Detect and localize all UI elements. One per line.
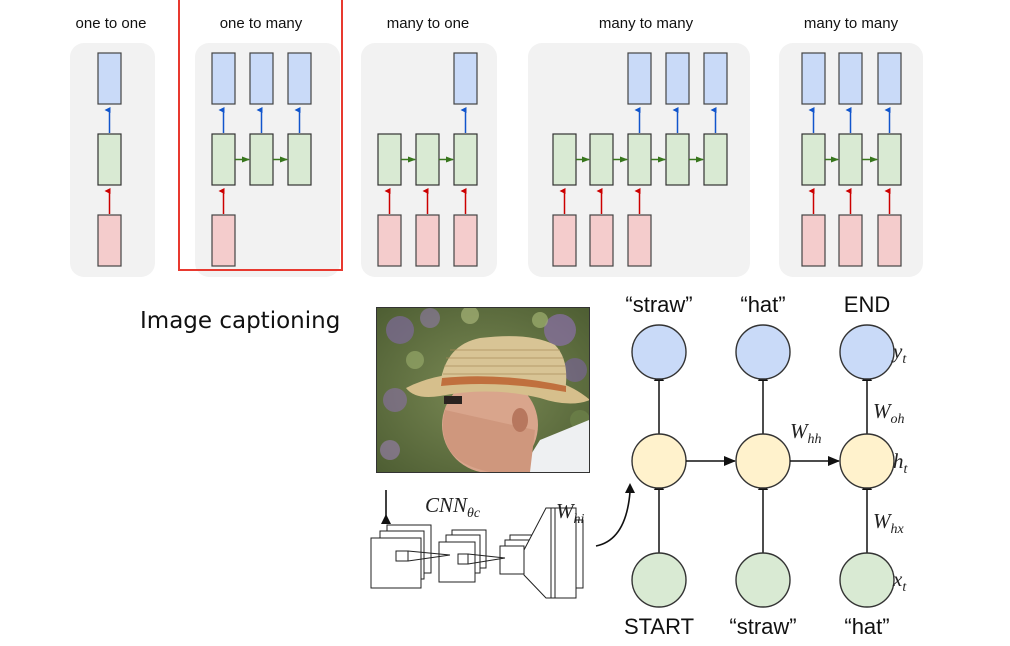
- output-box: [249, 52, 274, 105]
- recurrent-arrowhead: [696, 156, 704, 163]
- image-captioning-heading: Image captioning: [140, 308, 340, 334]
- panel-title: many to many: [599, 15, 694, 32]
- hidden-box: [211, 133, 236, 186]
- timestep-3: END “hat”: [790, 292, 895, 639]
- panel-title: many to many: [804, 15, 899, 32]
- output-box: [703, 52, 728, 105]
- output-box: [627, 52, 652, 105]
- hidden-box: [97, 133, 122, 186]
- h-t-label: ht: [893, 449, 909, 477]
- w-hi-label: Whi: [556, 499, 585, 527]
- hidden-box: [453, 133, 478, 186]
- hidden-node: [735, 433, 791, 489]
- output-box: [838, 52, 863, 105]
- rnn-architectures: one to one one to many many to one many to …: [70, 0, 923, 277]
- input-box: [589, 214, 614, 267]
- panel-title: one to one: [76, 15, 147, 32]
- input-box: [627, 214, 652, 267]
- input-node: [839, 552, 895, 608]
- panel-many-to-many: many to many: [528, 15, 750, 277]
- output-word: “straw”: [625, 292, 692, 317]
- timestep-1: “straw” START: [624, 292, 694, 639]
- input-photo: [376, 307, 590, 473]
- input-box: [838, 214, 863, 267]
- input-box: [415, 214, 440, 267]
- output-box: [453, 52, 478, 105]
- input-node: [735, 552, 791, 608]
- output-box: [287, 52, 312, 105]
- input-box: [801, 214, 826, 267]
- w-hh-label: Whh: [790, 419, 822, 447]
- input-word: “hat”: [844, 614, 889, 639]
- hidden-box: [287, 133, 312, 186]
- recurrent-arrowhead: [658, 156, 666, 163]
- hidden-box: [801, 133, 826, 186]
- output-node: [631, 324, 687, 380]
- timestep-2: “hat” “straw”: [686, 292, 797, 639]
- hidden-box: [415, 133, 440, 186]
- input-box: [97, 214, 122, 267]
- output-node: [735, 324, 791, 380]
- recurrent-arrowhead: [242, 156, 250, 163]
- hidden-box: [838, 133, 863, 186]
- w-oh-label: Woh: [873, 399, 905, 427]
- recurrent-arrowhead: [280, 156, 288, 163]
- input-box: [552, 214, 577, 267]
- output-box: [665, 52, 690, 105]
- hidden-box: [703, 133, 728, 186]
- output-word: “hat”: [740, 292, 785, 317]
- output-box: [211, 52, 236, 105]
- hidden-node: [631, 433, 687, 489]
- output-node: [839, 324, 895, 380]
- input-node: [631, 552, 687, 608]
- w-hi-arrow: [595, 483, 635, 547]
- hidden-box: [589, 133, 614, 186]
- input-box: [877, 214, 902, 267]
- w-hx-label: Whx: [873, 509, 905, 537]
- panel-one-to-many: one to many: [178, 0, 343, 277]
- input-box: [377, 214, 402, 267]
- hidden-box: [665, 133, 690, 186]
- highlight-box: [178, 0, 343, 271]
- output-box: [97, 52, 122, 105]
- captioning-rnn: “straw” START “hat” “straw” END “hat”: [624, 292, 895, 639]
- input-box: [453, 214, 478, 267]
- input-word: START: [624, 614, 694, 639]
- hidden-node: [839, 433, 895, 489]
- panel-title: many to one: [387, 15, 470, 32]
- recurrent-arrowhead: [582, 156, 590, 163]
- hidden-box: [552, 133, 577, 186]
- cnn-icon: [370, 507, 584, 599]
- panel-title: one to many: [220, 15, 303, 32]
- recurrent-arrowhead: [870, 156, 878, 163]
- output-box: [801, 52, 826, 105]
- recurrent-arrowhead: [620, 156, 628, 163]
- hidden-box: [377, 133, 402, 186]
- recurrent-arrowhead: [831, 156, 839, 163]
- cnn-label: CNNθc: [425, 493, 481, 521]
- y-t-label: yt: [891, 339, 907, 367]
- hidden-box: [249, 133, 274, 186]
- output-box: [877, 52, 902, 105]
- recurrent-arrowhead: [446, 156, 454, 163]
- hidden-box: [877, 133, 902, 186]
- output-word: END: [844, 292, 890, 317]
- input-word: “straw”: [729, 614, 796, 639]
- x-t-label: xt: [892, 567, 907, 595]
- panel-many-to-one: many to one: [361, 15, 497, 277]
- panel-one-to-one: one to one: [70, 15, 155, 277]
- hidden-box: [627, 133, 652, 186]
- input-box: [211, 214, 236, 267]
- panel-many-to-many: many to many: [779, 15, 923, 277]
- recurrent-arrowhead: [408, 156, 416, 163]
